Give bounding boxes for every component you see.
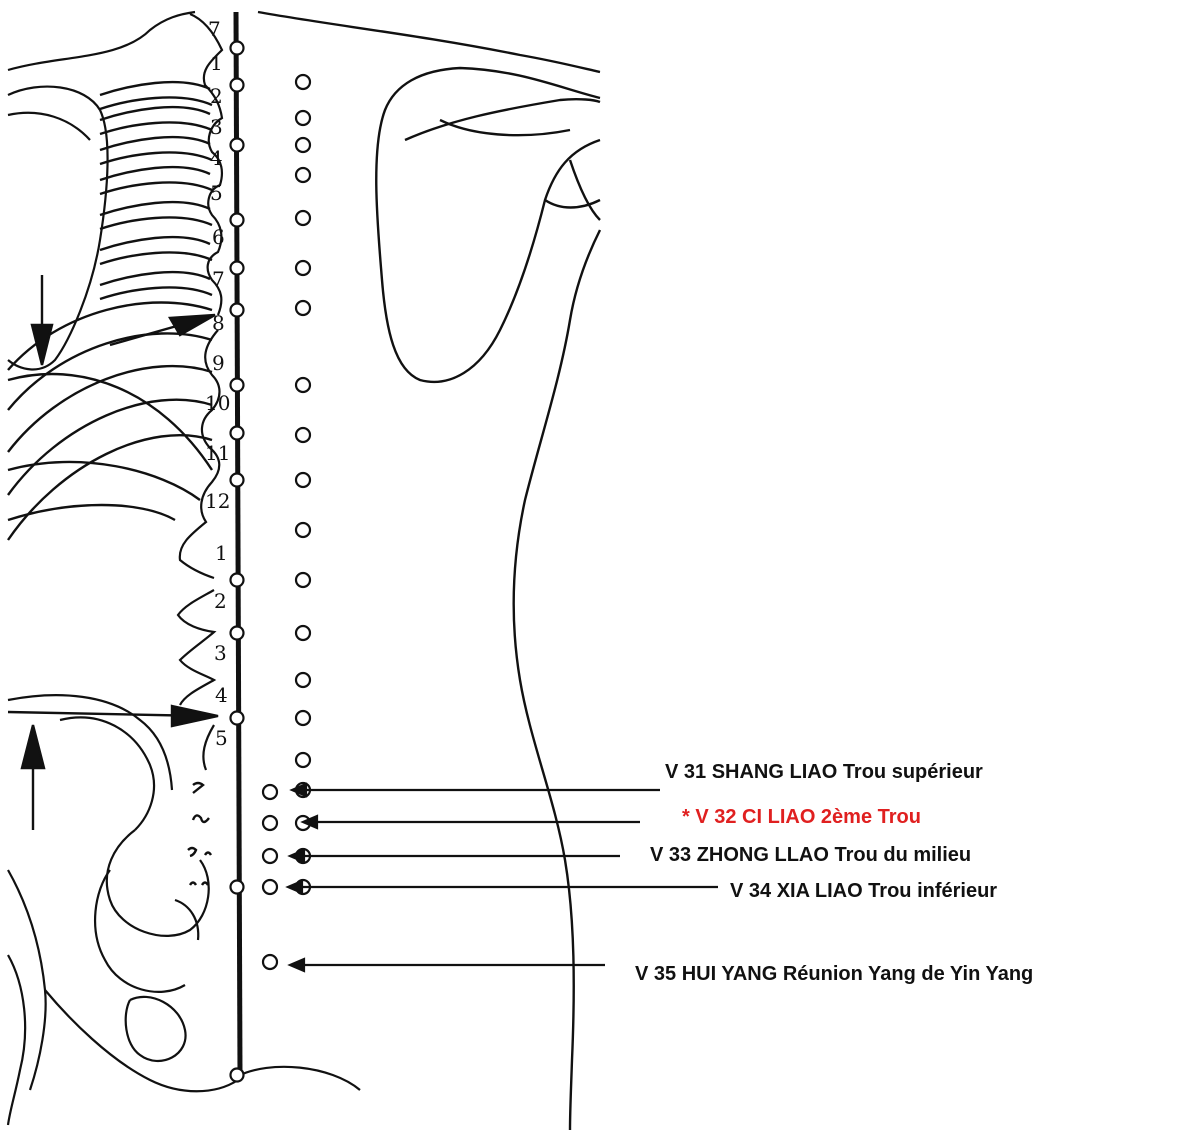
vertebra-number: 7 — [208, 17, 221, 41]
vertebra-number: 2 — [210, 84, 223, 108]
vertebra-number: 8 — [212, 311, 225, 335]
bladder-meridian-points — [263, 75, 310, 969]
arrow-v35-head — [290, 959, 304, 971]
bladder-point — [296, 378, 310, 392]
bladder-point — [296, 626, 310, 640]
label-v33: V 33 ZHONG LLAO Trou du milieu — [650, 844, 971, 866]
sacral-point — [263, 849, 277, 863]
rib — [100, 82, 210, 95]
rib — [100, 217, 212, 229]
anatomy-arrows — [8, 275, 218, 830]
bladder-point — [296, 138, 310, 152]
vertebra-number: 9 — [212, 351, 225, 375]
spine-point — [231, 262, 244, 275]
spine-outline — [203, 725, 214, 770]
vertebra-number: 3 — [210, 115, 223, 139]
vertebra-number: 1 — [215, 541, 228, 565]
spine-point — [231, 304, 244, 317]
label-v31: V 31 SHANG LIAO Trou supérieur — [665, 761, 983, 783]
vertebra-number: 2 — [214, 589, 227, 613]
spine-point — [231, 712, 244, 725]
rib — [100, 122, 212, 134]
bladder-point — [296, 168, 310, 182]
rib — [100, 272, 210, 285]
rib — [100, 152, 212, 164]
vertebra-number: 6 — [212, 225, 225, 249]
rib — [100, 167, 210, 180]
vertebra-number: 4 — [210, 146, 223, 170]
sacral-point — [263, 785, 277, 799]
vertebra-number: 7 — [212, 267, 225, 291]
ribs — [8, 82, 212, 540]
pelvis — [8, 695, 360, 1125]
bladder-point — [296, 211, 310, 225]
vertebra-number: 3 — [214, 641, 227, 665]
rib — [8, 374, 212, 470]
rib — [100, 182, 212, 194]
spine-line — [236, 12, 240, 1075]
vertebra-number: 12 — [205, 489, 230, 513]
label-arrows — [288, 784, 718, 971]
spine-point — [231, 574, 244, 587]
bladder-point — [296, 261, 310, 275]
vertebra-number: 5 — [210, 181, 223, 205]
bladder-point — [296, 753, 310, 767]
label-v32: * V 32 CI LIAO 2ème Trou — [682, 806, 921, 828]
bladder-point — [296, 111, 310, 125]
arrow-v34-head — [288, 881, 302, 893]
spine-point — [231, 214, 244, 227]
bladder-point — [296, 75, 310, 89]
arrow-v31-head — [292, 784, 306, 796]
label-v35: V 35 HUI YANG Réunion Yang de Yin Yang — [635, 963, 1033, 985]
rib — [100, 107, 210, 120]
spine-point — [231, 379, 244, 392]
bladder-point — [296, 711, 310, 725]
vertebra-number: 10 — [205, 391, 230, 415]
rib — [8, 400, 212, 495]
vertebra-number: 4 — [215, 683, 228, 707]
spine-point — [231, 627, 244, 640]
rib — [100, 287, 212, 299]
rib — [100, 202, 210, 215]
sacral-point — [263, 955, 277, 969]
vertebra-number: 5 — [215, 726, 228, 750]
bladder-point — [296, 428, 310, 442]
spine-point — [231, 427, 244, 440]
bladder-point — [296, 673, 310, 687]
rib — [8, 462, 200, 500]
left-scapula — [8, 12, 195, 369]
sacral-point — [263, 816, 277, 830]
bladder-point — [296, 301, 310, 315]
sacral-foramina — [188, 783, 211, 885]
rib — [100, 252, 212, 264]
bladder-point — [296, 473, 310, 487]
spine-outline — [178, 590, 214, 705]
spine-point — [231, 42, 244, 55]
spine-point — [231, 139, 244, 152]
spine-point — [231, 881, 244, 894]
vertebra-number: 1 — [210, 51, 223, 75]
bladder-point — [296, 523, 310, 537]
label-v34: V 34 XIA LIAO Trou inférieur — [730, 880, 997, 902]
rib — [100, 237, 210, 250]
spine-point — [231, 474, 244, 487]
spine-point — [231, 79, 244, 92]
spine-point — [231, 1069, 244, 1082]
rib — [100, 137, 210, 150]
sacral-point — [263, 880, 277, 894]
vertebra-number: 11 — [205, 441, 230, 465]
bladder-point — [296, 573, 310, 587]
